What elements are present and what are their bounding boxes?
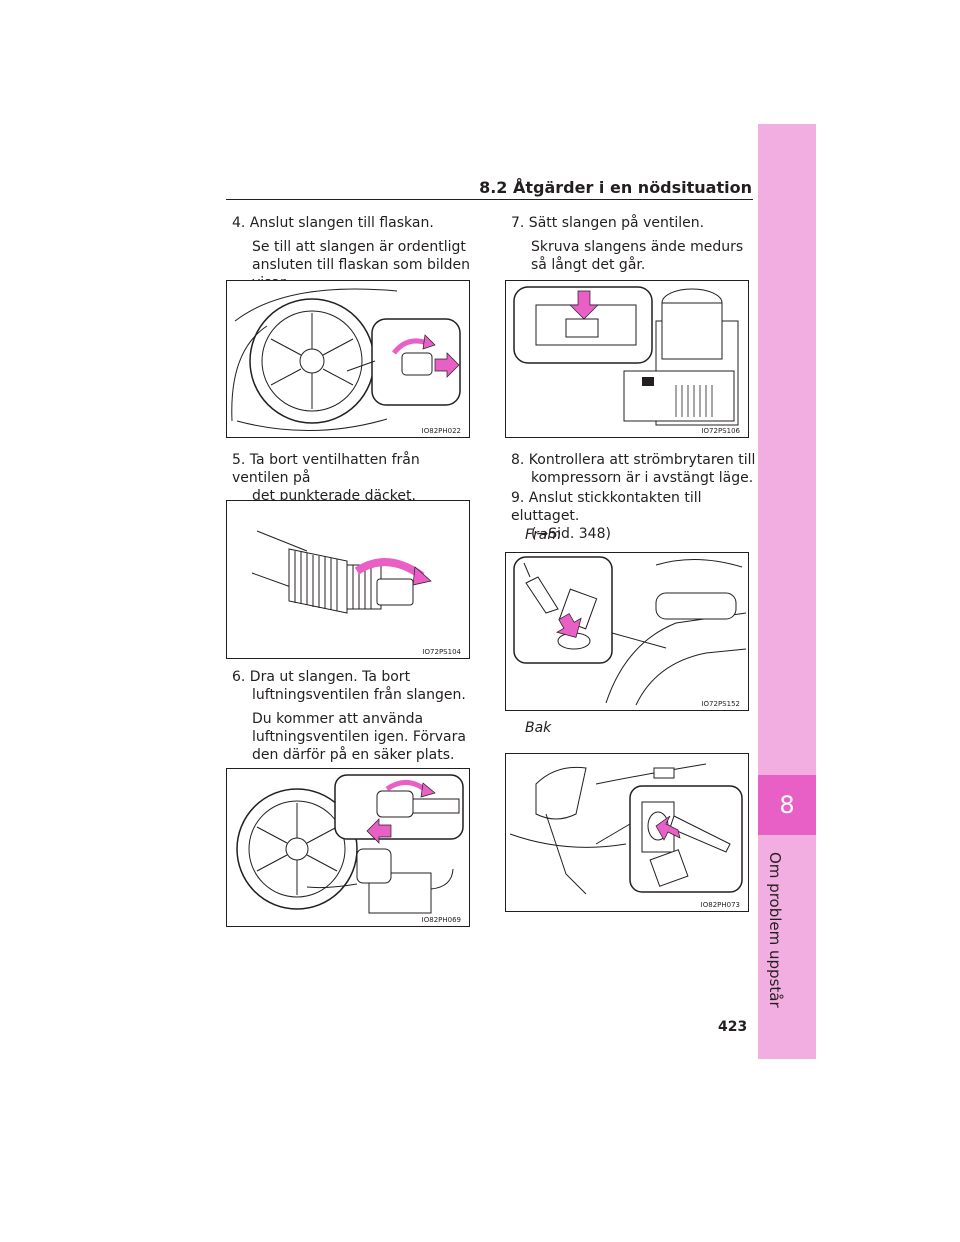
step-6-title-line2: luftningsventilen från slangen. bbox=[252, 687, 466, 703]
step-6-body: Du kommer att använda luftningsventilen … bbox=[252, 711, 466, 763]
figure-code: IO72PS104 bbox=[422, 648, 461, 656]
step-6: 6. Dra ut slangen. Ta bort luftningsvent… bbox=[232, 668, 472, 764]
step-8-title-line1: 8. Kontrollera att strömbrytaren till bbox=[511, 452, 756, 468]
step-4: 4. Anslut slangen till flaskan. Se till … bbox=[232, 214, 472, 292]
step-7-title: 7. Sätt slangen på ventilen. bbox=[511, 215, 705, 231]
sub-rear: Bak bbox=[525, 720, 552, 736]
step-7-body: Skruva slangens ände medurs så långt det… bbox=[531, 239, 744, 273]
header-rule bbox=[226, 199, 753, 200]
figure-code: IO82PH073 bbox=[700, 901, 740, 909]
chapter-side-tab bbox=[758, 124, 816, 1059]
figure-hose-to-bottle: IO82PH022 bbox=[226, 280, 470, 438]
figure-hose-on-valve: IO72PS106 bbox=[505, 280, 749, 438]
figure-rear-socket: IO82PH073 bbox=[505, 753, 749, 912]
figure-code: IO72PS152 bbox=[701, 700, 740, 708]
step-5: 5. Ta bort ventilhatten från ventilen på… bbox=[232, 451, 472, 505]
step-6-title-line1: 6. Dra ut slangen. Ta bort bbox=[232, 669, 411, 685]
chapter-number: 8 bbox=[779, 791, 795, 819]
figure-code: IO72PS106 bbox=[701, 427, 740, 435]
step-5-title-line1: 5. Ta bort ventilhatten från ventilen på bbox=[232, 452, 420, 486]
step-8-title-line2: kompressorn är i avstängt läge. bbox=[531, 470, 754, 486]
chapter-title-vertical: Om problem uppstår bbox=[766, 852, 784, 1008]
figure-code: IO82PH022 bbox=[421, 427, 461, 435]
step-8: 8. Kontrollera att strömbrytaren till ko… bbox=[511, 451, 756, 487]
figure-remove-valve-cap: IO72PS104 bbox=[226, 500, 470, 659]
figure-code: IO82PH069 bbox=[421, 916, 461, 924]
step-9: 9. Anslut stickkontakten till eluttaget.… bbox=[511, 489, 756, 543]
section-title: 8.2 Åtgärder i en nödsituation bbox=[479, 178, 752, 197]
step-4-body: Se till att slangen är ordentligt anslut… bbox=[252, 239, 470, 291]
step-7: 7. Sätt slangen på ventilen. Skruva slan… bbox=[511, 214, 756, 274]
step-9-title: 9. Anslut stickkontakten till eluttaget. bbox=[511, 490, 702, 524]
figure-front-socket: IO72PS152 bbox=[505, 552, 749, 711]
figure-hose-removed: IO82PH069 bbox=[226, 768, 470, 927]
step-9-ref: (→Sid. 348) bbox=[531, 526, 611, 542]
page-number: 423 bbox=[718, 1019, 748, 1035]
chapter-number-box: 8 bbox=[758, 775, 816, 835]
step-4-title: 4. Anslut slangen till flaskan. bbox=[232, 215, 434, 231]
sub-front: Fram bbox=[525, 527, 562, 543]
